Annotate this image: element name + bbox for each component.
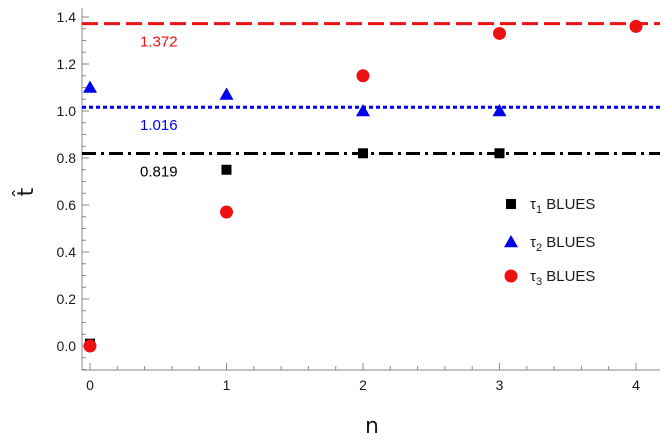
legend-label: τ1 BLUES <box>530 196 595 216</box>
legend-marker <box>504 235 518 248</box>
y-tick-label: 0.4 <box>57 244 77 260</box>
circle-point <box>493 26 506 40</box>
reference-line-label: 1.372 <box>140 34 178 51</box>
circle-point <box>629 19 643 33</box>
triangle-point <box>83 80 97 93</box>
x-tick-label: 4 <box>632 377 640 393</box>
x-tick-label: 2 <box>359 377 367 393</box>
reference-line-label: 0.819 <box>140 164 178 181</box>
x-tick-label: 1 <box>223 377 231 393</box>
legend-marker <box>506 199 516 209</box>
square-point <box>358 148 368 159</box>
legend-label: τ3 BLUES <box>530 268 595 288</box>
y-tick-label: 0.2 <box>57 291 77 307</box>
y-tick-label: 0.0 <box>57 338 77 354</box>
y-tick-label: 0.8 <box>57 150 77 166</box>
legend-marker <box>504 269 518 283</box>
y-tick-label: 1.2 <box>57 56 77 72</box>
reference-lines: 1.372 1.016 0.819 <box>82 22 660 181</box>
legend-label: τ2 BLUES <box>530 234 595 254</box>
reference-line-label: 1.016 <box>140 117 178 134</box>
square-point <box>221 164 232 175</box>
data-points <box>83 19 643 353</box>
y-tick-label: 0.6 <box>57 197 77 213</box>
y-tick-label: 1.0 <box>57 103 77 119</box>
circle-point <box>83 339 97 353</box>
y-axis-label: t̂ <box>13 187 39 196</box>
x-tick-label: 0 <box>86 377 94 393</box>
triangle-point <box>356 104 370 117</box>
axes: 0.0 0.2 0.4 0.6 0.8 1.0 1.2 1.4 0 1 2 3 4 <box>57 8 660 393</box>
circle-point <box>220 205 233 219</box>
circle-point <box>356 69 370 83</box>
y-tick-label: 1.4 <box>57 9 77 25</box>
square-point <box>494 148 505 159</box>
triangle-point <box>219 87 234 100</box>
x-tick-label: 3 <box>496 377 504 393</box>
x-axis-label: n <box>365 414 379 439</box>
legend: τ1 BLUES τ2 BLUES τ3 BLUES <box>504 196 595 288</box>
triangle-point <box>492 104 507 117</box>
